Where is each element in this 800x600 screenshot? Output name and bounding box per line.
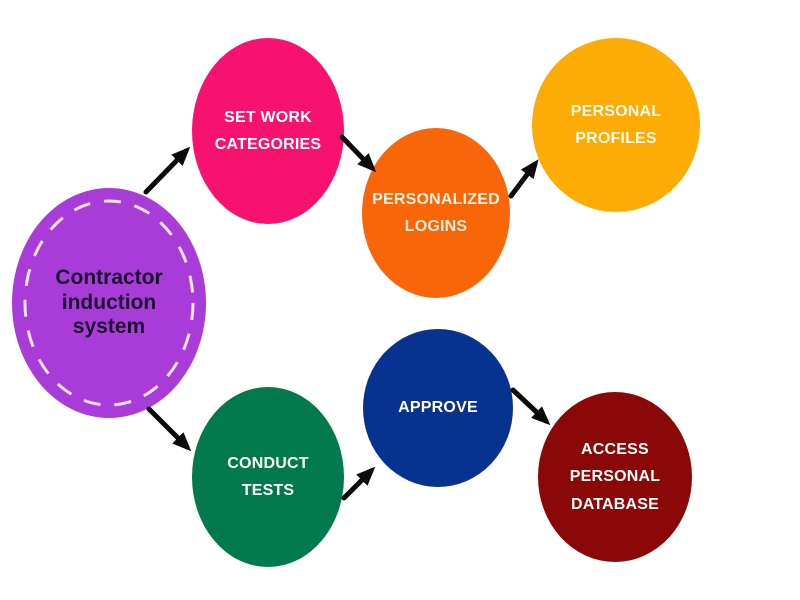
node-label-contractor-induction-system: Contractor induction system: [55, 265, 163, 339]
node-set-work-categories: SET WORK CATEGORIES: [192, 38, 344, 224]
dashed-ring-icon: [23, 199, 195, 407]
node-label-personalized-logins: PERSONALIZED LOGINS: [372, 190, 500, 235]
node-approve: APPROVE: [363, 329, 513, 487]
node-access-personal-database: ACCESS PERSONAL DATABASE: [538, 392, 692, 562]
node-label-personal-profiles: PERSONAL PROFILES: [570, 102, 662, 147]
arrow-approve-to-access-personal-database: [510, 387, 551, 426]
arrow-set-work-categories-to-personalized-logins: [339, 134, 377, 173]
node-personal-profiles: PERSONAL PROFILES: [532, 38, 700, 212]
arrow-conduct-tests-to-approve: [341, 466, 376, 501]
node-personalized-logins: PERSONALIZED LOGINS: [362, 128, 510, 298]
node-contractor-induction-system: Contractor induction system: [12, 188, 206, 418]
arrow-contractor-to-set-work-categories: [143, 146, 191, 195]
node-conduct-tests: CONDUCT TESTS: [192, 387, 344, 567]
node-label-conduct-tests: CONDUCT TESTS: [227, 454, 309, 499]
arrow-personalized-logins-to-personal-profiles: [508, 159, 539, 199]
node-label-access-personal-database: ACCESS PERSONAL DATABASE: [569, 441, 661, 513]
node-label-approve: APPROVE: [398, 399, 478, 417]
node-label-set-work-categories: SET WORK CATEGORIES: [214, 108, 322, 153]
